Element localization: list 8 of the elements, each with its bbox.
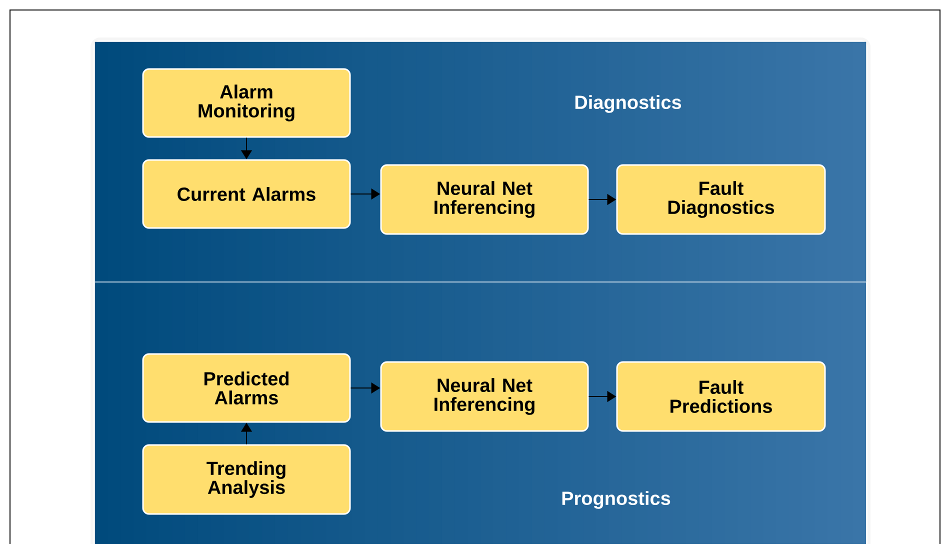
process-box: Fault Diagnostics [616, 164, 826, 235]
process-box: Alarm Monitoring [142, 68, 351, 138]
process-box: Predicted Alarms [142, 353, 351, 423]
process-box: Fault Predictions [616, 361, 826, 432]
process-box: Current Alarms [142, 159, 351, 229]
process-box: Trending Analysis [142, 444, 351, 515]
process-box: Neural Net Inferencing [380, 164, 589, 235]
process-box: Neural Net Inferencing [380, 361, 589, 432]
